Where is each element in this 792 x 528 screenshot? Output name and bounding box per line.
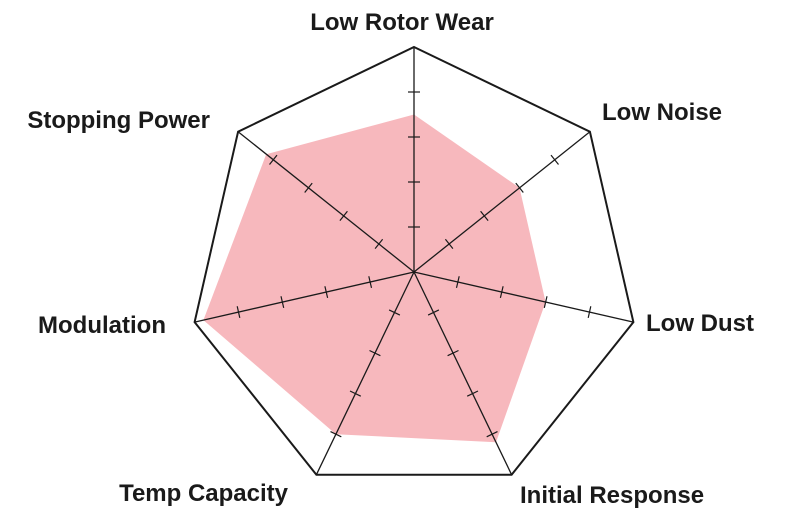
axis-label-low-rotor-wear: Low Rotor Wear [310,9,494,36]
axis-tick [304,182,313,193]
axis-tick [339,210,348,221]
axis-tick [515,182,524,193]
axis-tick [368,276,373,289]
axis-label-low-noise: Low Noise [602,99,722,126]
axis-tick [550,154,559,165]
axis-tick [427,309,440,316]
axis-tick [486,431,498,438]
axis-tick [543,296,548,309]
axis-label-stopping-power: Stopping Power [27,107,210,134]
axis-label-modulation: Modulation [38,312,166,339]
axis-spoke [315,271,415,475]
axis-tick [330,431,342,438]
chart-outer-polygon [193,45,635,476]
axis-spoke [237,131,415,273]
axis-tick [236,306,241,319]
axis-tick [324,286,329,299]
axis-label-initial-response: Initial Response [520,482,704,509]
axis-tick [447,349,459,357]
axis-tick [269,154,278,165]
axis-tick [455,276,460,289]
axis-ticks [236,91,592,438]
axis-spoke [413,271,634,323]
axis-tick [587,306,592,319]
axis-spoke [194,271,415,323]
axis-tick [388,309,401,316]
axis-labels: Low Rotor Wear Low Noise Low Dust Initia… [27,9,754,509]
axis-tick [280,296,285,309]
axis-tick [444,238,454,249]
axis-spoke [413,271,513,475]
axis-tick [480,210,489,221]
axis-tick [369,349,381,357]
axis-label-temp-capacity: Temp Capacity [119,480,289,507]
series-area [203,114,546,443]
axis-spoke [413,131,591,273]
axis-tick [466,390,479,397]
axis-label-low-dust: Low Dust [646,310,754,337]
axis-tick [349,390,362,397]
axis-spokes [194,47,634,475]
axis-tick [374,238,384,249]
axis-tick [499,286,504,299]
